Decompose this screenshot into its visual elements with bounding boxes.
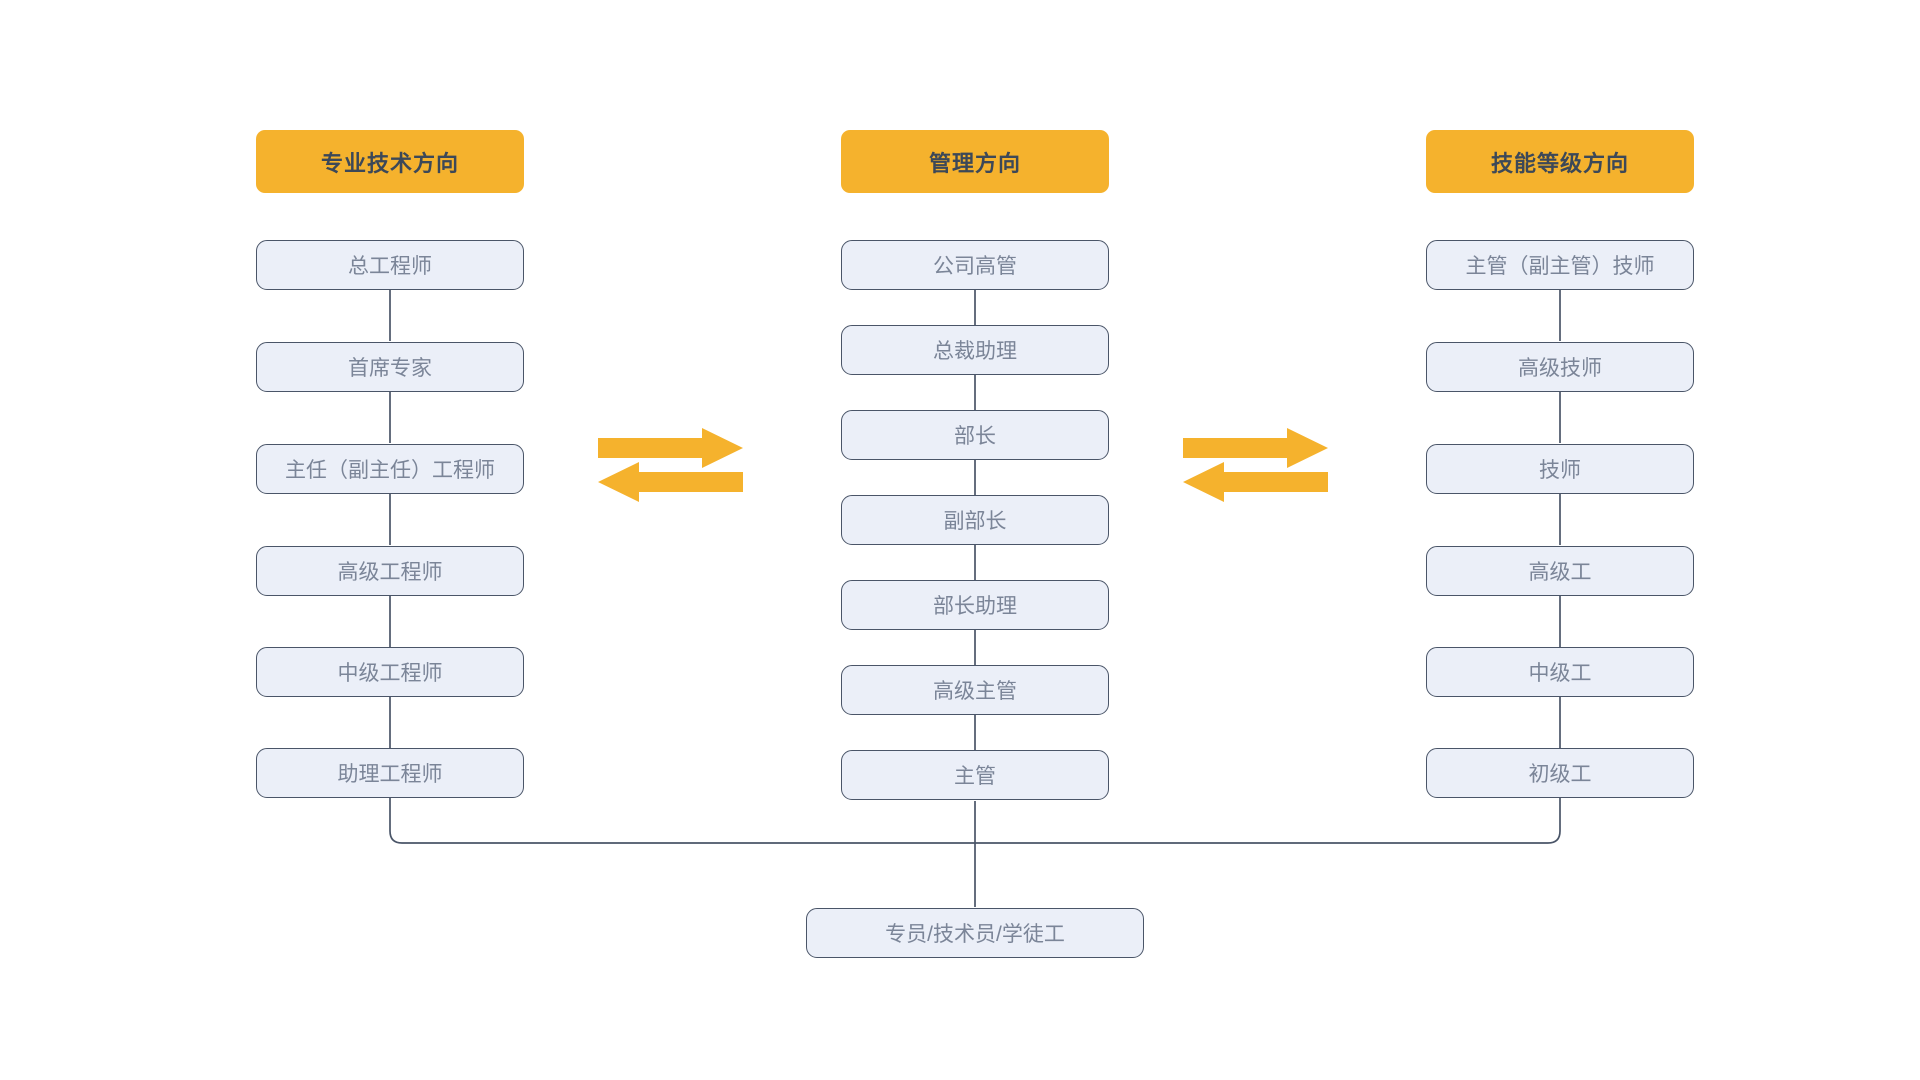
- node-management-0[interactable]: 公司高管: [841, 240, 1109, 290]
- node-skill-1[interactable]: 高级技师: [1426, 342, 1694, 392]
- arrow-left-icon: [1183, 462, 1328, 502]
- node-management-5[interactable]: 高级主管: [841, 665, 1109, 715]
- arrow-left-icon: [598, 462, 743, 502]
- node-skill-4[interactable]: 中级工: [1426, 647, 1694, 697]
- node-technical-5[interactable]: 助理工程师: [256, 748, 524, 798]
- arrow-right-icon: [598, 428, 743, 468]
- arrow-right-icon: [1183, 428, 1328, 468]
- node-technical-2[interactable]: 主任（副主任）工程师: [256, 444, 524, 494]
- swap-arrows-left: [598, 428, 743, 508]
- node-base[interactable]: 专员/技术员/学徒工: [806, 908, 1144, 958]
- column-header-technical: 专业技术方向: [256, 130, 524, 193]
- column-header-management: 管理方向: [841, 130, 1109, 193]
- node-management-3[interactable]: 副部长: [841, 495, 1109, 545]
- node-technical-3[interactable]: 高级工程师: [256, 546, 524, 596]
- node-skill-3[interactable]: 高级工: [1426, 546, 1694, 596]
- node-skill-0[interactable]: 主管（副主管）技师: [1426, 240, 1694, 290]
- node-technical-0[interactable]: 总工程师: [256, 240, 524, 290]
- node-skill-2[interactable]: 技师: [1426, 444, 1694, 494]
- node-management-1[interactable]: 总裁助理: [841, 325, 1109, 375]
- node-technical-4[interactable]: 中级工程师: [256, 647, 524, 697]
- node-management-6[interactable]: 主管: [841, 750, 1109, 800]
- column-header-skill: 技能等级方向: [1426, 130, 1694, 193]
- node-skill-5[interactable]: 初级工: [1426, 748, 1694, 798]
- node-management-4[interactable]: 部长助理: [841, 580, 1109, 630]
- node-technical-1[interactable]: 首席专家: [256, 342, 524, 392]
- node-management-2[interactable]: 部长: [841, 410, 1109, 460]
- swap-arrows-right: [1183, 428, 1328, 508]
